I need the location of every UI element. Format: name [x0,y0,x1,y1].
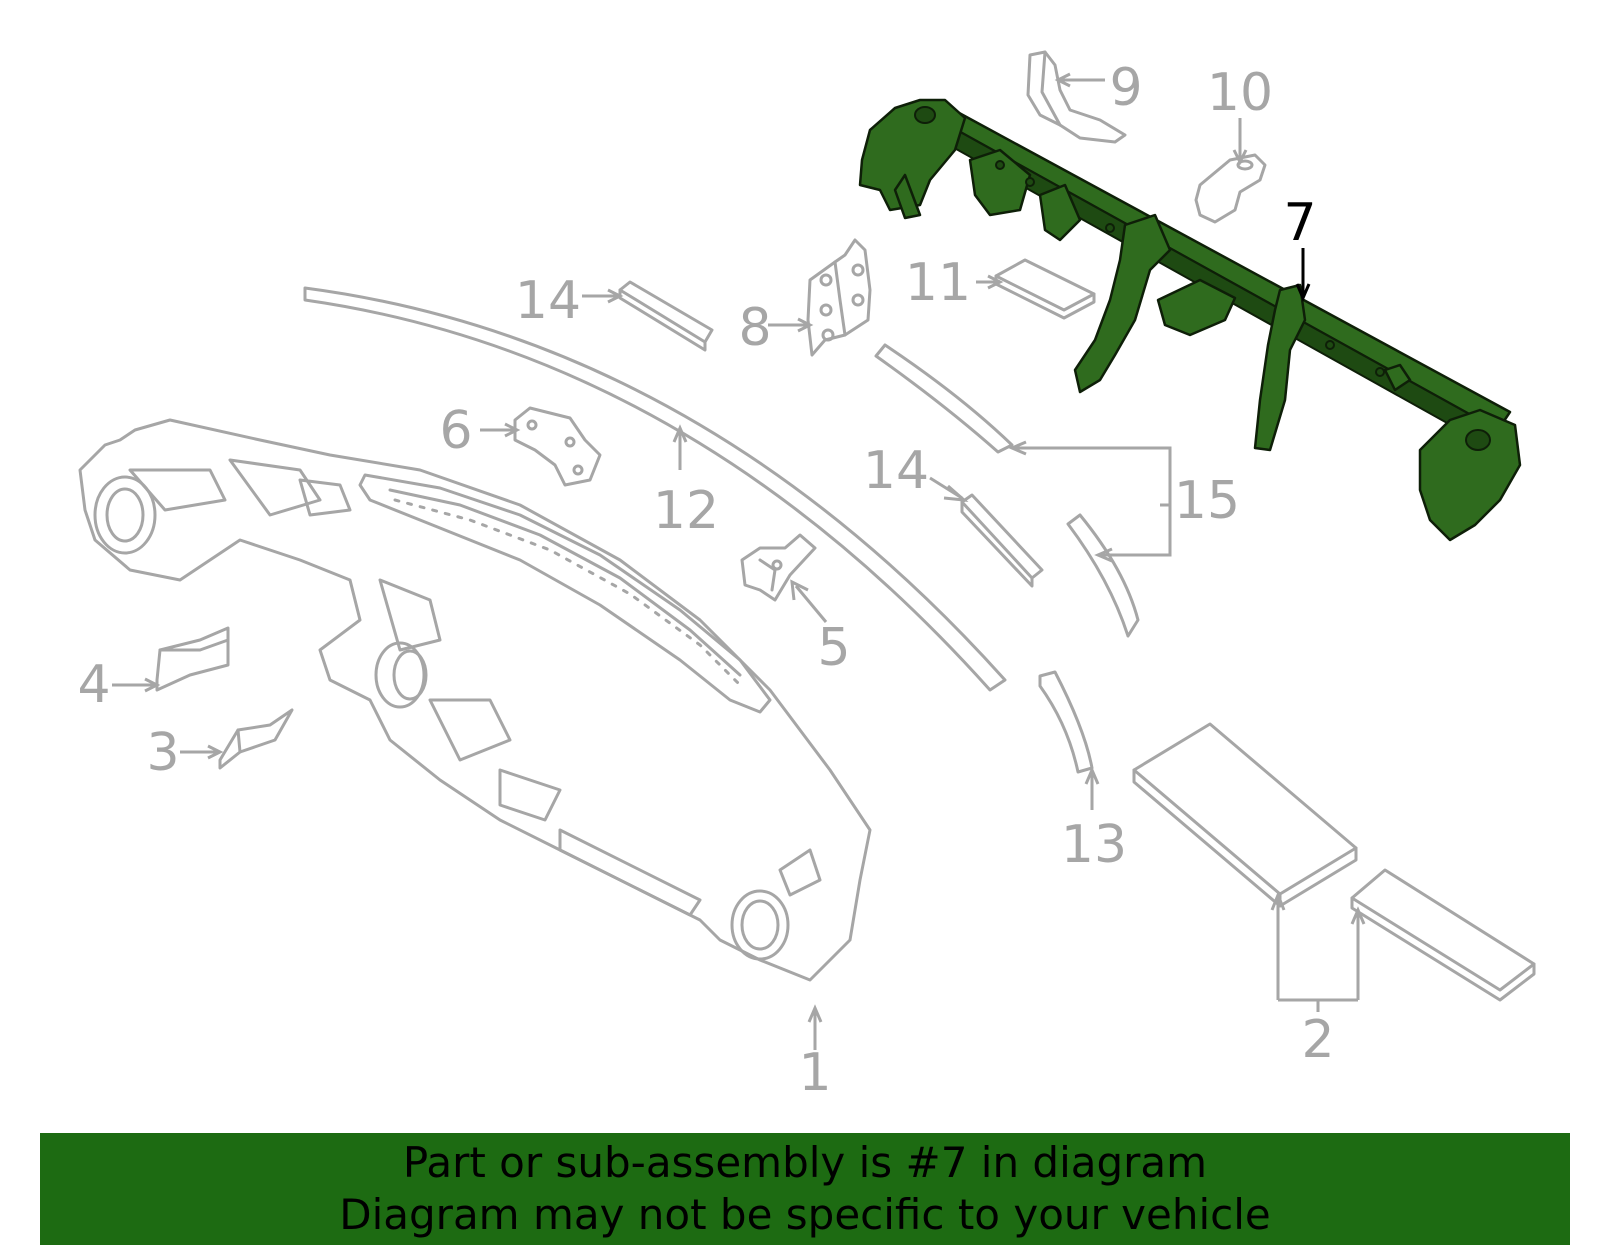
callout-1: 1 [798,1043,831,1103]
bracket-part-6[interactable] [513,406,602,487]
callout-9: 9 [1109,58,1142,118]
callout-6: 6 [439,401,472,461]
callout-14-lower: 14 [863,441,929,501]
strip-part-13[interactable] [1038,670,1094,774]
callout-labels: 1 2 3 4 5 6 7 8 9 10 11 12 13 14 14 15 [77,58,1334,1103]
callout-5: 5 [817,618,850,678]
strip-part-14-upper[interactable] [618,280,714,352]
callout-4: 4 [77,655,110,715]
bracket-part-9[interactable] [1026,50,1127,144]
bracket-part-5[interactable] [740,533,817,602]
bracket-part-10[interactable] [1194,153,1267,224]
callout-7: 7 [1283,193,1316,253]
strip-part-12[interactable] [303,286,1007,692]
instrument-panel-part-1[interactable] [78,418,872,982]
strip-part-14-lower[interactable] [960,493,1044,588]
pad-part-11[interactable] [994,258,1096,320]
bracket-part-8[interactable] [806,238,872,357]
callout-13: 13 [1061,815,1127,875]
callout-14-upper: 14 [515,271,581,331]
callout-15: 15 [1174,471,1240,531]
pad-part-2[interactable] [1132,722,1536,1002]
info-banner: Part or sub-assembly is #7 in diagram Di… [40,1133,1570,1245]
callout-12: 12 [653,481,719,541]
callout-3: 3 [146,723,179,783]
callout-11: 11 [905,253,971,313]
callout-10: 10 [1207,63,1273,123]
banner-line-part: Part or sub-assembly is #7 in diagram [402,1138,1208,1187]
callout-2: 2 [1301,1010,1334,1070]
banner-line-disclaimer: Diagram may not be specific to your vehi… [339,1190,1271,1239]
bracket-part-3[interactable] [218,708,294,770]
bracket-part-4[interactable] [155,626,230,692]
cross-car-beam-part-7[interactable] [858,98,1522,542]
strip-part-15[interactable] [874,343,1140,638]
leader-lines [112,72,1366,1050]
callout-8: 8 [738,298,771,358]
